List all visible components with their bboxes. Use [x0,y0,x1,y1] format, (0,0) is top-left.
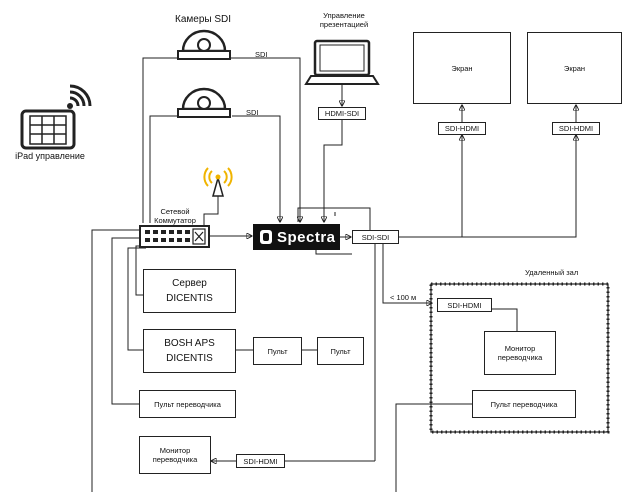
dicentis-server: Сервер DICENTIS [143,269,236,313]
presentation-label: Управление презентацией [319,11,369,29]
distance-label: < 100 м [390,293,417,302]
antenna-icon [203,167,233,197]
ipad-icon [20,109,76,150]
bosch-aps-dicentis: BOSH APS DICENTIS [143,329,236,373]
screen-2: Экран [527,32,622,104]
translator-console: Пульт переводчика [139,390,236,418]
sdi-hdmi-converter-1: SDI-HDMI [438,122,486,135]
translator-monitor: Монитор переводчика [139,436,211,474]
camera-icon [177,29,231,60]
delegate-console-2: Пульт [317,337,364,365]
screen-1: Экран [413,32,511,104]
ipad-label: iPad управление [15,151,85,161]
delegate-console-1: Пульт [253,337,302,365]
sdi-label-bottom: SDI [246,108,259,117]
remote-translator-console: Пульт переводчика [472,390,576,418]
remote-hall-label: Удаленный зал [525,268,579,277]
switch-label: Сетевой Коммутатор [154,207,196,225]
sdi-hdmi-converter-3: SDI-HDMI [236,454,285,468]
wifi-icon [67,84,92,109]
camera-icon [177,87,231,118]
remote-translator-monitor: Монитор переводчика [484,331,556,375]
sdi-sdi-converter: SDI-SDI [352,230,399,244]
sdi-hdmi-converter-2: SDI-HDMI [552,122,600,135]
spectra-logo-icon [260,230,272,244]
spectra-switcher: Spectra [253,224,340,250]
network-switch-icon [139,225,210,248]
spectra-label: Spectra [277,228,336,246]
remote-hall-frame [429,282,610,434]
cameras-label: Камеры SDI [175,14,232,25]
hdmi-sdi-converter: HDMI-SDI [318,107,366,120]
sdi-label-top: SDI [255,50,268,59]
sdi-hdmi-converter-remote: SDI-HDMI [437,298,492,312]
